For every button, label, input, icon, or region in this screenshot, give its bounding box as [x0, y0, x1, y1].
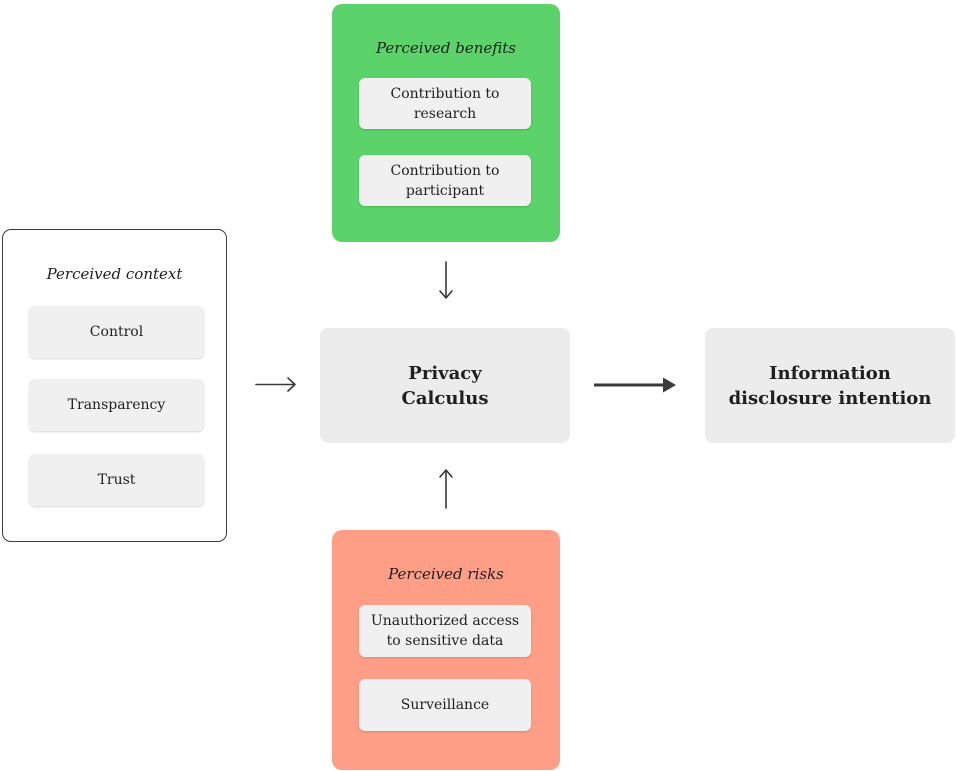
chip-trust: Trust [29, 454, 204, 506]
arrow-benefits-to-calculus [439, 261, 453, 299]
chip-contribution-to-participant: Contribution to participant [359, 155, 531, 206]
chip-transparency: Transparency [29, 379, 204, 431]
arrow-calculus-to-outcome [594, 377, 676, 393]
perceived-context-group: Perceived context Control Transparency T… [2, 229, 227, 542]
arrow-context-to-calculus-head [287, 377, 296, 392]
node-privacy-calculus: Privacy Calculus [320, 328, 570, 443]
perceived-risks-group: Perceived risks Unauthorized access to s… [332, 530, 560, 770]
perceived-context-title: Perceived context [46, 265, 183, 283]
node-information-disclosure-intention: Information disclosure intention [705, 328, 955, 443]
chip-control: Control [29, 306, 204, 358]
arrow-context-to-calculus [255, 377, 296, 392]
perceived-benefits-title: Perceived benefits [375, 39, 516, 57]
arrow-risks-to-calculus [439, 469, 453, 509]
perceived-benefits-group: Perceived benefits Contribution to resea… [332, 4, 560, 242]
arrow-calculus-to-outcome-head [663, 377, 676, 393]
arrow-benefits-to-calculus-head [439, 290, 453, 299]
chip-surveillance: Surveillance [359, 679, 531, 731]
arrow-risks-to-calculus-head [439, 469, 453, 478]
perceived-risks-title: Perceived risks [388, 565, 504, 583]
chip-unauthorized-access: Unauthorized access to sensitive data [359, 605, 531, 657]
chip-contribution-to-research: Contribution to research [359, 78, 531, 129]
